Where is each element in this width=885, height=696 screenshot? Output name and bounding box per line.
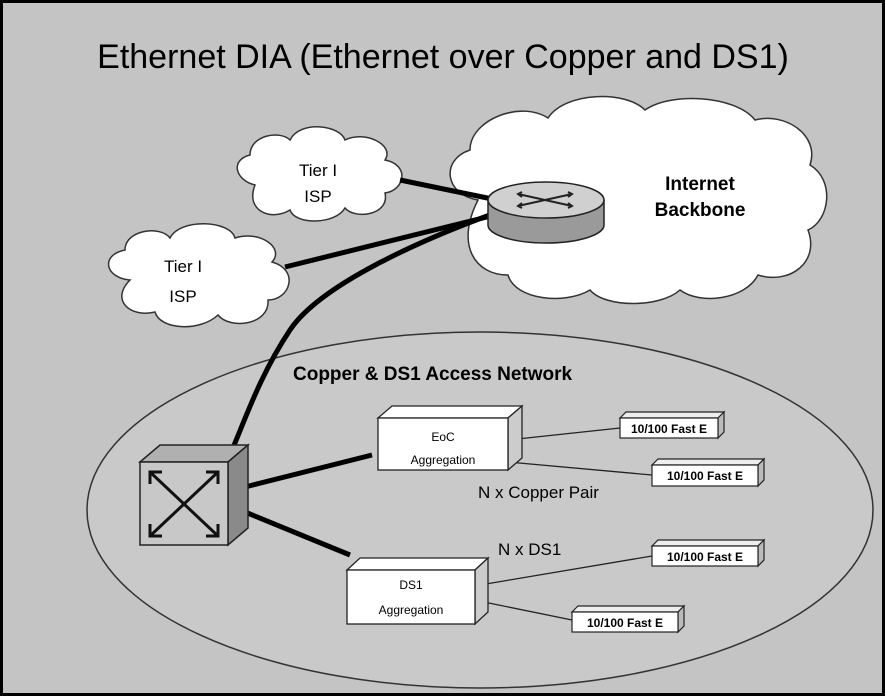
link-switch-eoc — [244, 452, 373, 490]
port-1-label: 10/100 Fast E — [631, 422, 707, 436]
isp-left-line1: Tier I — [164, 257, 202, 276]
link-router-switch — [229, 209, 499, 451]
isp-cloud-top: Tier I ISP — [236, 126, 403, 222]
port-box-4: 10/100 Fast E — [570, 604, 686, 634]
link-switch-ds1 — [244, 509, 351, 558]
ds1-line2: Aggregation — [379, 603, 444, 617]
ds1-line1: DS1 — [399, 578, 423, 592]
link-eoc-port2 — [507, 461, 653, 476]
thick-links — [229, 177, 499, 558]
isp-left-line2: ISP — [169, 287, 196, 306]
port-2-label: 10/100 Fast E — [667, 469, 743, 483]
link-ds1-port3 — [473, 555, 653, 587]
port-4-label: 10/100 Fast E — [587, 616, 663, 630]
backbone-line1: Internet — [665, 174, 735, 195]
diagram-title: Ethernet DIA (Ethernet over Copper and D… — [97, 38, 789, 76]
internet-backbone-cloud: Internet Backbone — [449, 95, 828, 305]
isp-top-line1: Tier I — [299, 161, 337, 180]
thin-links — [473, 427, 653, 621]
eoc-aggregation-box: EoC Aggregation — [376, 404, 524, 472]
switch-icon — [137, 443, 251, 547]
backbone-line2: Backbone — [655, 200, 746, 221]
router-icon — [487, 181, 605, 244]
port-3-label: 10/100 Fast E — [667, 550, 743, 564]
link-eoc-port1 — [507, 427, 621, 441]
link-ds1-port4 — [473, 599, 573, 621]
link-router-isp-top — [399, 177, 498, 203]
port-box-3: 10/100 Fast E — [650, 538, 766, 568]
port-box-2: 10/100 Fast E — [650, 457, 766, 488]
copper-pair-label: N x Copper Pair — [478, 483, 599, 502]
isp-cloud-left: Tier I ISP — [107, 223, 290, 328]
eoc-line1: EoC — [431, 430, 455, 444]
access-network-label: Copper & DS1 Access Network — [293, 364, 573, 385]
port-box-1: 10/100 Fast E — [618, 410, 726, 440]
ds1-link-label: N x DS1 — [498, 540, 561, 559]
ds1-aggregation-box: DS1 Aggregation — [345, 556, 490, 626]
eoc-line2: Aggregation — [411, 453, 476, 467]
isp-top-line2: ISP — [304, 187, 331, 206]
